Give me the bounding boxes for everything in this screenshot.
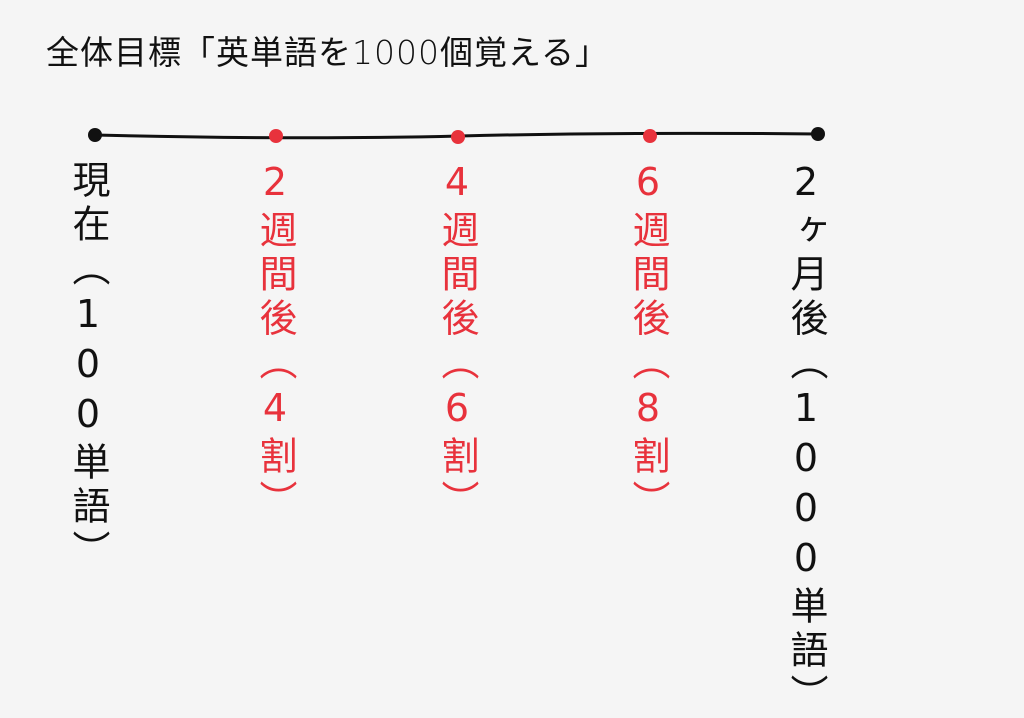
timeline-dot-6-weeks (643, 129, 657, 143)
timeline-dot-now (88, 128, 102, 142)
timeline-dot-2-weeks (269, 129, 283, 143)
milestone-now: 現在（100単語） (66, 160, 110, 574)
timeline (88, 127, 825, 144)
milestone-2-weeks: 2週間後（4割） (253, 160, 297, 524)
milestone-2-months: 2ヶ月後（1000単語） (784, 160, 828, 718)
diagram-title: 全体目標「英単語を1000個覚える」 (46, 33, 609, 72)
milestone-4-weeks: 4週間後（6割） (435, 160, 479, 524)
timeline-dot-2-months (811, 127, 825, 141)
milestone-6-weeks: 6週間後（8割） (626, 160, 670, 524)
timeline-dot-4-weeks (451, 130, 465, 144)
